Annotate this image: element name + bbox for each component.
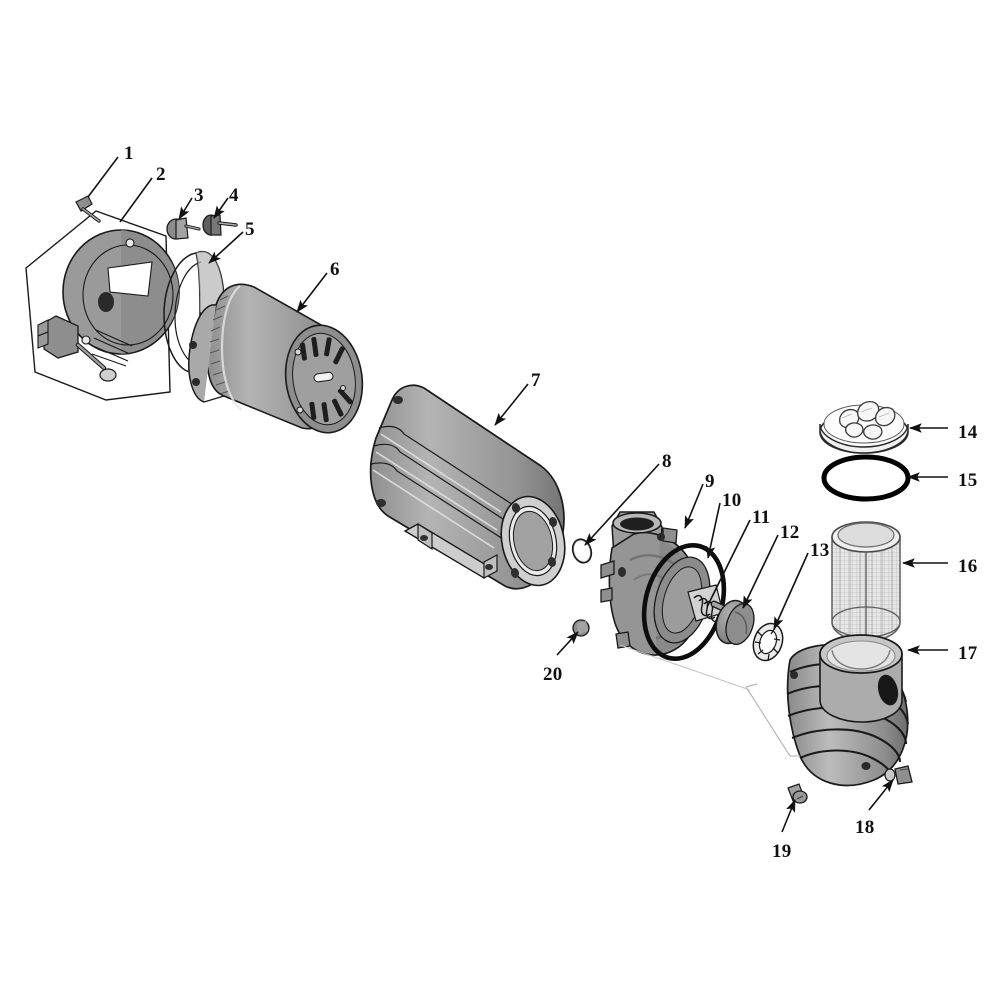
callout-17-strainer-pot-body: 17: [958, 643, 978, 664]
callout-2-motor-end-bracket: 2: [156, 164, 166, 185]
leader-line-1: [87, 156, 119, 198]
callout-14-strainer-lid: 14: [958, 422, 978, 443]
callout-15-lid-o-ring: 15: [958, 470, 978, 491]
callout-9-pump-volute-body: 9: [705, 471, 715, 492]
leader-line-10: [705, 502, 721, 559]
part-strainer-pot-body: [619, 634, 910, 787]
callout-19-housing-bolt: 19: [772, 841, 792, 862]
part-strainer-basket: [831, 521, 901, 643]
part-motor-stator: [188, 283, 364, 434]
callout-6-motor-stator: 6: [330, 259, 340, 280]
callout-12-impeller: 12: [780, 522, 800, 543]
leader-lines: [87, 156, 948, 833]
part-capacitor-stud: [166, 217, 201, 240]
part-impeller: [715, 599, 755, 646]
leader-line-3: [178, 197, 193, 220]
callout-7-motor-housing: 7: [531, 370, 541, 391]
part-motor-housing: [369, 384, 566, 590]
leader-line-2: [119, 177, 153, 223]
leader-line-18: [868, 779, 894, 811]
part-diffuser-lock-ring: [752, 622, 784, 662]
callout-5-motor-band-clamp: 5: [245, 219, 255, 240]
leader-line-19: [781, 799, 796, 833]
part-motor-end-bracket: [25, 210, 180, 401]
callout-8-shaft-o-ring: 8: [662, 451, 672, 472]
part-shaft-o-ring: [571, 538, 593, 564]
part-motor-screw: [75, 195, 101, 223]
leader-line-13: [773, 552, 809, 630]
callout-3-capacitor-stud: 3: [194, 185, 204, 206]
leader-line-9: [684, 483, 704, 529]
part-housing-bolt: [787, 783, 808, 804]
leader-line-6: [296, 272, 328, 313]
part-shaft-bolt: [202, 214, 238, 236]
callout-1-motor-screw: 1: [124, 143, 134, 164]
callout-13-diffuser-lock-ring: 13: [810, 540, 830, 561]
leader-line-11: [706, 519, 751, 608]
part-lid-o-ring: [821, 454, 911, 502]
part-strainer-lid: [819, 401, 909, 454]
part-drain-plug: [884, 765, 913, 785]
callout-10-volute-o-ring: 10: [722, 490, 742, 511]
callout-18-drain-plug: 18: [855, 817, 875, 838]
leader-line-7: [494, 383, 529, 426]
part-pump-volute-body: [600, 511, 711, 656]
callout-11-impeller-spring: 11: [752, 507, 771, 528]
callout-20-volute-bolt: 20: [543, 664, 563, 685]
callout-16-strainer-basket: 16: [958, 556, 978, 577]
callout-4-shaft-bolt: 4: [229, 185, 239, 206]
leader-line-5: [208, 231, 244, 264]
leader-line-4: [213, 197, 229, 219]
leader-line-8: [584, 463, 660, 546]
leader-line-20: [556, 631, 579, 656]
leader-line-12: [742, 534, 779, 609]
part-volute-bolt: [572, 619, 590, 637]
